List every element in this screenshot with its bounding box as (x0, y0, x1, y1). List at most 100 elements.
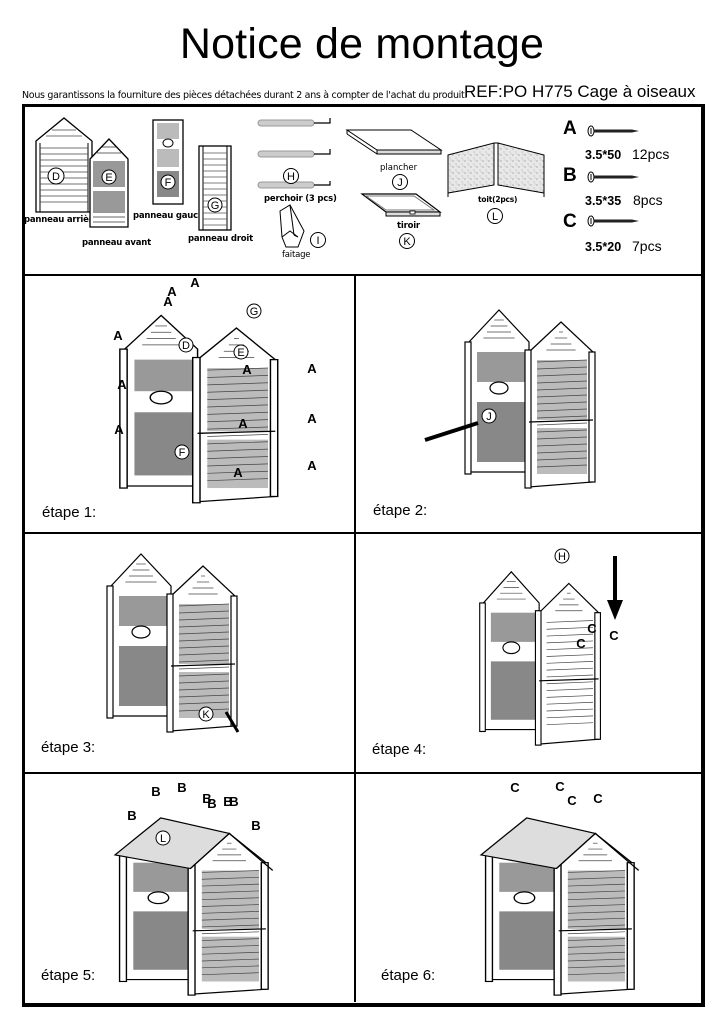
divider-row-2 (22, 772, 705, 774)
step-1-callout-a: A (190, 275, 200, 290)
svg-text:J: J (397, 177, 403, 189)
panel-g-letter: G (211, 200, 220, 212)
step-4-callout-c: C (587, 621, 597, 636)
svg-text:A: A (117, 377, 127, 392)
page-title: Notice de montage (179, 20, 545, 68)
panel-f-name: panneau gauche (133, 211, 210, 221)
step-5-callout-b: B (229, 794, 238, 809)
svg-text:B: B (223, 794, 232, 809)
step-6-illustration (479, 817, 640, 996)
perch-illustration (257, 118, 331, 189)
step-1-callout-f: F (174, 444, 190, 460)
svg-text:B: B (202, 791, 211, 806)
divider-column (354, 275, 356, 1002)
roof-letter-badge: L (487, 208, 503, 224)
step-1-callout-a: A (242, 362, 252, 377)
svg-text:A: A (163, 294, 173, 309)
svg-text:F: F (179, 447, 186, 459)
screw-c-letter: C (563, 211, 577, 232)
screw-c-size: 3.5*20 (585, 240, 622, 254)
svg-text:B: B (127, 808, 136, 823)
step-5-label: étape 5: (41, 967, 96, 984)
step-5-panel: étape 5: (25, 774, 354, 1000)
step-6-callout-c: C (555, 779, 565, 794)
step-1-callout-a: A (238, 416, 248, 431)
step-1-callout-a: A (167, 284, 177, 299)
roof-illustration (447, 142, 545, 197)
step-5-callout-b: B (251, 818, 260, 833)
step-2-arrow-icon (424, 421, 479, 442)
step-1-callout-a: A (117, 377, 127, 392)
step-5-callout-b: B (223, 794, 232, 809)
screw-a-icon (587, 125, 639, 137)
svg-text:H: H (558, 551, 566, 563)
svg-text:K: K (202, 709, 210, 721)
svg-text:L: L (160, 833, 166, 845)
svg-text:J: J (486, 411, 492, 423)
panel-e-letter: E (105, 172, 112, 184)
step-5-callout-b: B (207, 796, 216, 811)
svg-text:A: A (113, 328, 123, 343)
svg-text:A: A (238, 416, 248, 431)
roof-name: toit(2pcs) (478, 195, 518, 204)
step-3-panel: étape 3: (25, 534, 354, 772)
svg-text:A: A (114, 422, 124, 437)
step-1-callout-a: A (307, 458, 317, 473)
svg-text:C: C (555, 779, 565, 794)
step-5-illustration (113, 817, 274, 996)
screw-a-letter: A (563, 118, 577, 139)
step-3-label: étape 3: (41, 739, 96, 756)
step-1-callout-a: A (113, 328, 123, 343)
panel-g-illustration: G (198, 145, 232, 231)
floor-illustration (345, 129, 443, 155)
svg-text:C: C (609, 628, 619, 643)
svg-text:A: A (242, 362, 252, 377)
svg-text:B: B (177, 780, 186, 795)
step-4-callout-h: H (554, 548, 570, 564)
divider-parts (22, 274, 705, 276)
step-3-callout-k: K (198, 706, 214, 722)
step-1-label: étape 1: (42, 504, 97, 521)
svg-text:C: C (567, 793, 577, 808)
floor-name: plancher (380, 163, 418, 173)
step-1-callout-d: D (178, 337, 194, 353)
step-3-illustration (106, 553, 238, 733)
screw-c-qty: 7pcs (632, 238, 662, 254)
screw-c-icon (587, 215, 639, 227)
ridge-illustration (279, 204, 305, 248)
screw-a-qty: 12pcs (632, 146, 670, 162)
panel-d-letter: D (52, 171, 60, 183)
step-2-illustration (464, 309, 596, 489)
panel-g-name: panneau droit (188, 234, 253, 244)
step-3-arrow-icon (224, 711, 240, 733)
parts-list: D panneau arrière E panneau avant F pann… (0, 0, 724, 275)
perch-letter-badge: H (283, 168, 299, 184)
step-1-callout-a: A (307, 411, 317, 426)
screw-b-icon (587, 171, 639, 183)
screw-b-letter: B (563, 165, 577, 186)
screw-b-size: 3.5*35 (585, 194, 622, 208)
svg-text:B: B (251, 818, 260, 833)
step-4-callout-c: C (576, 636, 586, 651)
step-1-callout-a: A (307, 361, 317, 376)
step-5-callout-b: B (202, 791, 211, 806)
svg-text:A: A (307, 458, 317, 473)
ridge-name: faitage (282, 250, 311, 260)
drawer-letter-badge: K (399, 233, 415, 249)
step-4-callout-c: C (609, 628, 619, 643)
step-5-callout-b: B (127, 808, 136, 823)
step-1-callout-a: A (163, 294, 173, 309)
panel-f-illustration: F (152, 119, 184, 205)
panel-f-letter: F (165, 177, 172, 189)
step-2-callout-j: J (481, 408, 497, 424)
step-4-panel: étape 4: (356, 534, 702, 772)
step-5-callout-b: B (151, 784, 160, 799)
divider-row-1 (22, 532, 705, 534)
step-4-label: étape 4: (372, 741, 427, 758)
step-6-callout-c: C (510, 780, 520, 795)
svg-text:A: A (307, 411, 317, 426)
screw-b-qty: 8pcs (633, 192, 663, 208)
svg-text:B: B (229, 794, 238, 809)
svg-text:E: E (237, 347, 244, 359)
